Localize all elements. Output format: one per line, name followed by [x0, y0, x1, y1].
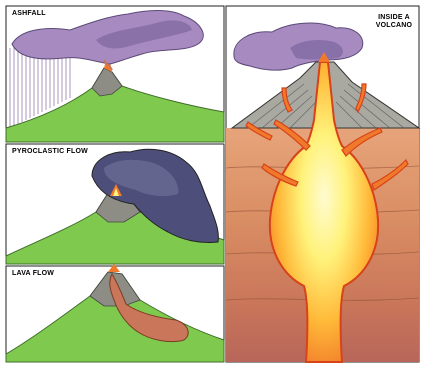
ashfall-panel [6, 6, 224, 142]
pyroclastic-panel [6, 144, 224, 264]
ashfall-label: ASHFALL [12, 10, 46, 18]
pyroclastic-flow-label: PYROCLASTIC FLOW [12, 148, 88, 156]
inside-volcano-label-line1: INSIDE A [374, 14, 414, 22]
inside-panel [226, 6, 419, 362]
inside-volcano-label: INSIDE A VOLCANO [374, 14, 414, 30]
lava-flow-label: LAVA FLOW [12, 270, 54, 278]
inside-volcano-label-line2: VOLCANO [374, 22, 414, 30]
lava-panel [6, 264, 224, 362]
